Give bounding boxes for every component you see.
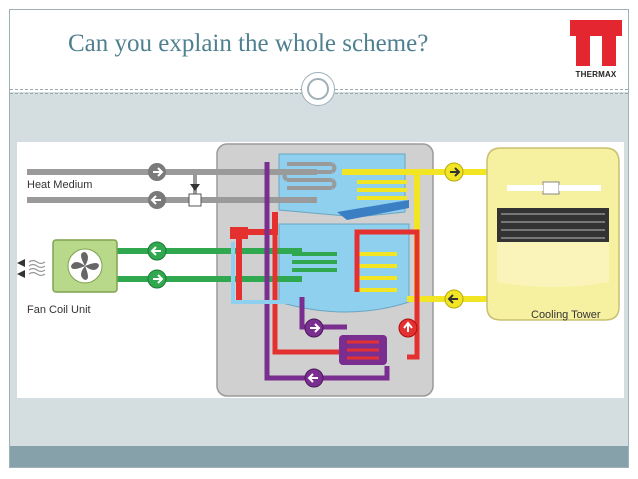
bypass-valve (188, 193, 202, 207)
slide-title: Can you explain the whole scheme? (68, 30, 429, 57)
label-heat-medium: Heat Medium (27, 179, 92, 191)
valve-arrow (190, 184, 200, 191)
evaporator-coil (292, 252, 337, 272)
divider-plate (337, 200, 409, 220)
label-fan-coil-unit: Fan Coil Unit (27, 304, 91, 316)
airflow-arrows-icon (17, 259, 25, 278)
divider-ornament (301, 72, 335, 106)
header-box (230, 227, 248, 239)
label-cooling-tower: Cooling Tower (531, 309, 601, 321)
refrigerant-line (231, 242, 299, 304)
condenser-coil (357, 180, 407, 200)
logo-brand-text: THERMAX (575, 70, 617, 79)
thermax-logo (570, 20, 622, 66)
hot-circuit-b (272, 232, 357, 355)
heat-medium-coil (287, 162, 332, 190)
absorber-coil (357, 252, 397, 292)
footer-bar (10, 446, 628, 467)
solution-circuit-a (264, 162, 390, 381)
absorption-chiller-diagram: Heat Medium Fan Coil Unit Cooling Tower (17, 142, 624, 398)
tower-fan-hub (542, 181, 560, 195)
solution-circuit-b (299, 297, 347, 330)
hot-circuit-c (354, 229, 420, 360)
